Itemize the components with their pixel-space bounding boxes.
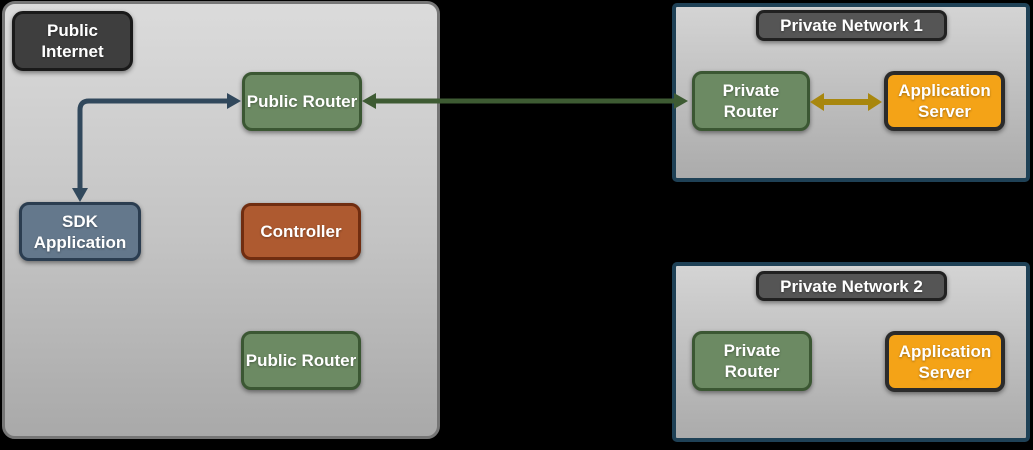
public-internet-label: Public Internet — [12, 11, 133, 71]
public-router-bottom-label: Public Router — [245, 351, 357, 370]
controller-node: Controller — [241, 203, 361, 260]
private-network-1-zone: Private Network 1 Private Router Applica… — [672, 3, 1030, 182]
sdk-application-node: SDK Application — [19, 202, 141, 261]
public-router-top-label: Public Router — [246, 92, 358, 111]
private-network-1-label: Private Network 1 — [756, 10, 947, 41]
private-network-2-zone: Private Network 2 Private Router Applica… — [672, 262, 1030, 442]
public-router-bottom-node: Public Router — [241, 331, 361, 390]
pn1-private-router-node: Private Router — [692, 71, 810, 131]
public-router-top-node: Public Router — [242, 72, 362, 131]
pn2-application-server-label: Application Server — [898, 341, 992, 382]
pn1-private-router-label: Private Router — [722, 81, 780, 121]
private-network-2-label-text: Private Network 2 — [780, 276, 923, 296]
pn2-private-router-node: Private Router — [692, 331, 812, 391]
pn2-private-router-label: Private Router — [723, 341, 781, 381]
public-internet-label-text: Public Internet — [41, 21, 104, 61]
private-network-2-label: Private Network 2 — [756, 271, 947, 301]
pn1-application-server-node: Application Server — [884, 71, 1005, 131]
controller-label: Controller — [260, 222, 342, 241]
private-network-1-label-text: Private Network 1 — [780, 16, 923, 35]
pn1-application-server-label: Application Server — [898, 81, 991, 121]
public-internet-zone: Public Internet Public Router SDK Applic… — [2, 1, 440, 439]
pn2-application-server-node: Application Server — [885, 331, 1005, 392]
sdk-application-label: SDK Application — [33, 211, 127, 252]
